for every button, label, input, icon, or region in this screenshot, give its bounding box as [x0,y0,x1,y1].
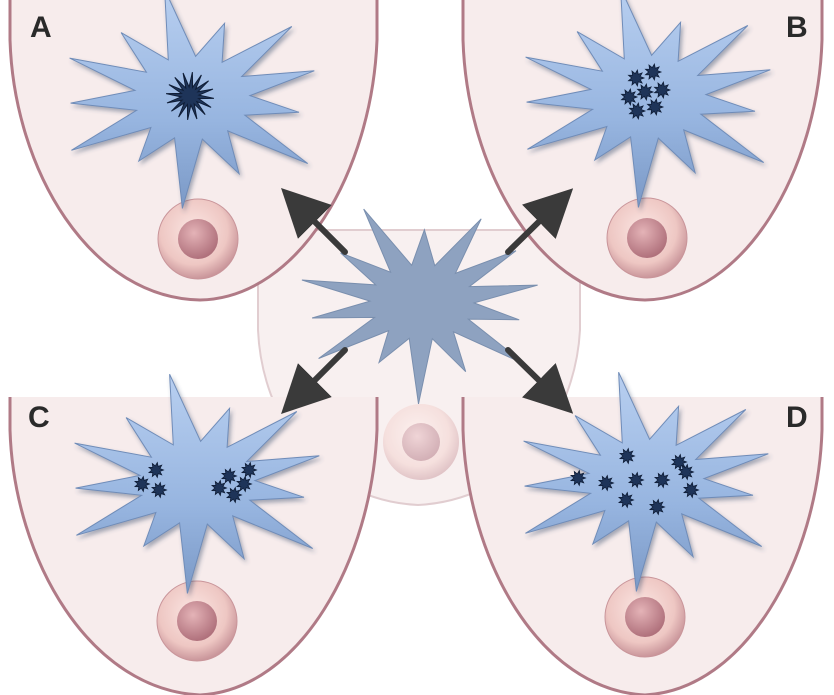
nipple-d [605,577,685,657]
panel-label-b: B [786,11,808,44]
nipple-b [607,198,687,278]
nipple-a [158,199,238,279]
central-nipple [383,404,459,480]
panel-label-a: A [30,11,52,44]
panel-label-d: D [786,401,808,434]
panel-label-c: C [28,401,50,434]
nipple-c [157,581,237,661]
